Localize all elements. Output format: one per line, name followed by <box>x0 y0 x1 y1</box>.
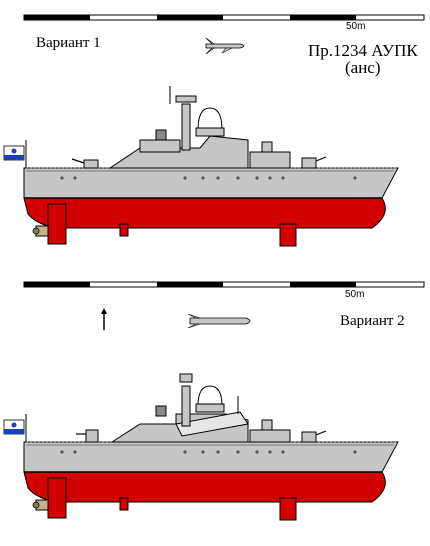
missile-icon-2 <box>187 313 251 329</box>
project-title: Пр.1234 АУПК <box>308 41 418 60</box>
variant1-label: Вариант 1 <box>36 35 101 51</box>
ship-variant-1 <box>3 86 399 247</box>
missile-icon <box>205 37 245 55</box>
scale-label-top: 50m <box>346 21 366 32</box>
scale-bar-bottom <box>23 281 425 288</box>
variant2-label: Вариант 2 <box>340 313 405 329</box>
scale-bar-top <box>23 14 425 21</box>
project-subtitle: (анс) <box>345 58 381 77</box>
rocket-icon <box>101 308 107 330</box>
ship-variant-2 <box>3 373 399 521</box>
scale-label-bottom: 50m <box>345 289 365 300</box>
